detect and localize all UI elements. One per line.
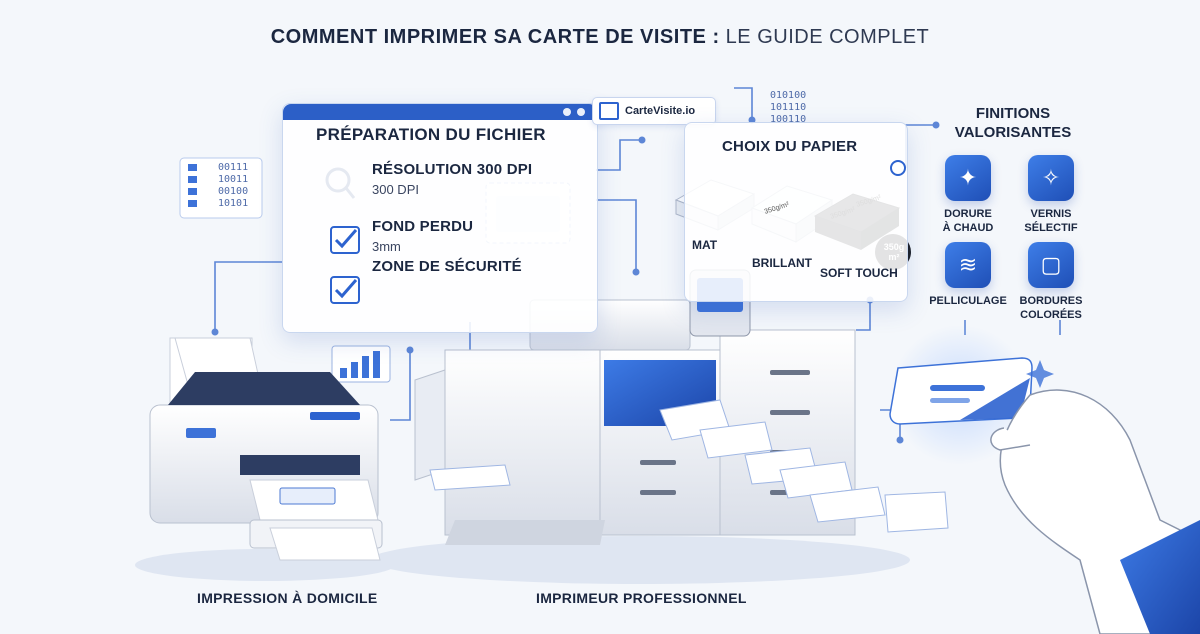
radio-dot-icon xyxy=(890,160,906,176)
home-printing-label: IMPRESSION À DOMICILE xyxy=(197,590,378,606)
binary-line: 10011 xyxy=(218,174,249,185)
title-light: LE GUIDE COMPLET xyxy=(725,26,930,48)
binary-line: 010100 xyxy=(770,90,807,101)
checkbox-icon xyxy=(330,226,360,254)
weight-badge: 350g m² xyxy=(877,242,911,262)
brand-name: CarteVisite.io xyxy=(625,105,696,117)
binary-line: 100110 xyxy=(770,114,807,125)
weight-unit: m² xyxy=(888,252,900,262)
window-dot-icon xyxy=(563,108,571,116)
finish-lamination: PELLICULAGE xyxy=(918,294,1018,308)
resolution-detail: 300 DPI xyxy=(372,182,419,197)
paper-option-mat: MAT xyxy=(692,238,718,252)
finish-label: DORURE xyxy=(944,208,992,220)
finish-label: COLORÉES xyxy=(1020,309,1082,321)
finishes-title-line: FINITIONS xyxy=(975,105,1051,122)
paper-choice-panel xyxy=(684,122,908,302)
finish-label: PELLICULAGE xyxy=(929,295,1007,307)
bleed-label: FOND PERDU xyxy=(372,218,474,235)
resolution-label: RÉSOLUTION 300 DPI xyxy=(372,161,533,178)
binary-line: 00100 xyxy=(218,186,249,197)
border-icon: ▢ xyxy=(1028,242,1074,288)
card-icon xyxy=(599,102,619,120)
binary-line: 00111 xyxy=(218,162,249,173)
sparkle-icon: ✧ xyxy=(1028,155,1074,201)
magnifier-icon xyxy=(324,166,358,200)
finish-selective-varnish: VERNIS SÉLECTIF xyxy=(1001,207,1101,235)
checkbox-icon xyxy=(330,276,360,304)
binary-top: 010100 101110 100110 xyxy=(770,90,806,126)
browser-bar xyxy=(283,104,597,120)
binary-line: 101110 xyxy=(770,102,807,113)
layers-icon: ≋ xyxy=(945,242,991,288)
finish-colored-edges: BORDURES COLORÉES xyxy=(1001,294,1101,322)
finishes-title-line: VALORISANTES xyxy=(954,124,1072,141)
page-title: COMMENT IMPRIMER SA CARTE DE VISITE : LE… xyxy=(0,26,1200,49)
finish-label: À CHAUD xyxy=(942,222,994,234)
finishes-title: FINITIONS VALORISANTES xyxy=(938,104,1088,142)
binary-line: 10101 xyxy=(218,198,249,209)
binary-left: 00111 10011 00100 10101 xyxy=(218,162,248,210)
paper-option-soft-touch: SOFT TOUCH xyxy=(820,266,898,280)
safety-zone-label: ZONE DE SÉCURITÉ xyxy=(372,258,522,275)
finish-label: BORDURES xyxy=(1019,295,1083,307)
finish-hot-foil: DORURE À CHAUD xyxy=(918,207,1018,235)
paper-title: CHOIX DU PAPIER xyxy=(722,138,858,155)
bleed-detail: 3mm xyxy=(372,239,401,254)
paper-option-glossy: BRILLANT xyxy=(752,256,812,270)
weight-value: 350g xyxy=(883,242,905,252)
brand-logo: CarteVisite.io xyxy=(592,97,716,125)
window-dot-icon xyxy=(577,108,585,116)
sparkle-icon: ✦ xyxy=(945,155,991,201)
finish-label: VERNIS xyxy=(1030,208,1072,220)
preparation-title: PRÉPARATION DU FICHIER xyxy=(316,125,546,144)
finish-label: SÉLECTIF xyxy=(1024,222,1078,234)
professional-printer-label: IMPRIMEUR PROFESSIONNEL xyxy=(536,590,747,606)
title-bold: COMMENT IMPRIMER SA CARTE DE VISITE : xyxy=(270,26,720,48)
